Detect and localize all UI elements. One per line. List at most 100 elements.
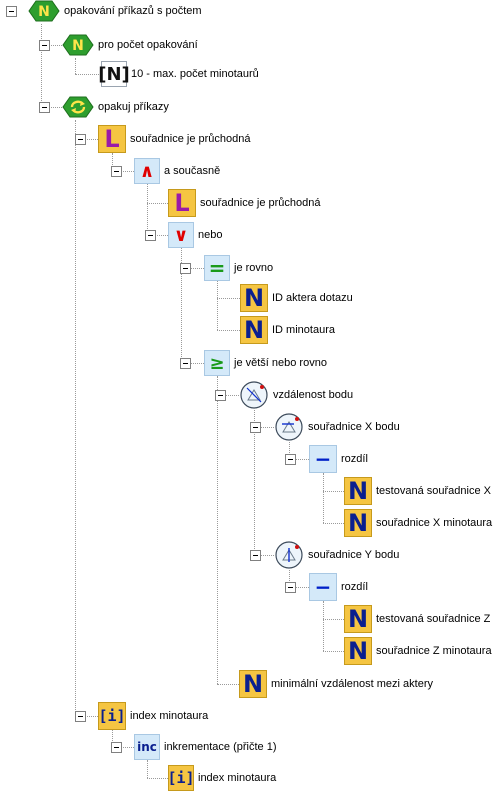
collapse-toggle[interactable] bbox=[75, 134, 86, 145]
tree-connector bbox=[75, 716, 98, 717]
tree-node-label[interactable]: testovaná souřadnice X bbox=[376, 485, 491, 497]
tree-connector bbox=[217, 395, 239, 396]
tree-connector bbox=[147, 184, 148, 235]
tree-connector bbox=[289, 570, 290, 587]
tree-connector bbox=[254, 555, 274, 556]
tree-node-label[interactable]: opakuj příkazy bbox=[98, 101, 169, 113]
tree-connector bbox=[217, 281, 218, 330]
tree-connector bbox=[323, 651, 344, 652]
tree-connector bbox=[75, 74, 101, 75]
collapse-toggle[interactable] bbox=[111, 742, 122, 753]
tree-node-label[interactable]: je rovno bbox=[234, 262, 274, 274]
tree-connector bbox=[75, 120, 76, 716]
number-n-icon: N bbox=[344, 477, 372, 505]
tree-connector bbox=[289, 587, 309, 588]
count-n-icon: N bbox=[62, 34, 94, 56]
collapse-toggle[interactable] bbox=[39, 102, 50, 113]
tree-node-label[interactable]: 10 - max. počet minotaurů bbox=[131, 68, 259, 80]
collapse-toggle[interactable] bbox=[250, 550, 261, 561]
number-n-icon: N bbox=[239, 670, 267, 698]
tree-node-label[interactable]: a současně bbox=[164, 165, 221, 177]
tree-node-label[interactable]: rozdíl bbox=[341, 453, 368, 465]
tree-node-label[interactable]: rozdíl bbox=[341, 581, 368, 593]
number-n-icon: N bbox=[344, 637, 372, 665]
distance-icon bbox=[239, 380, 269, 410]
logic-l-icon: L bbox=[98, 125, 126, 153]
tree-connector bbox=[217, 684, 239, 685]
index-variable-icon: [i] bbox=[98, 702, 126, 730]
tree-node-label[interactable]: ID minotaura bbox=[272, 324, 335, 336]
tree-node-label[interactable]: souřadnice je průchodná bbox=[130, 133, 251, 145]
tree-node-label[interactable]: index minotaura bbox=[198, 772, 277, 784]
tree-node-label[interactable]: souřadnice X bodu bbox=[308, 421, 400, 433]
number-n-icon: N bbox=[240, 316, 268, 344]
coordinate-x-icon bbox=[274, 412, 304, 442]
collapse-toggle[interactable] bbox=[250, 422, 261, 433]
greater-equal-icon: ≥ bbox=[204, 350, 230, 376]
tree-node-label[interactable]: index minotaura bbox=[130, 710, 209, 722]
collapse-toggle[interactable] bbox=[285, 582, 296, 593]
tree-connector bbox=[147, 778, 168, 779]
tree-connector bbox=[147, 235, 168, 236]
tree-connector bbox=[323, 491, 344, 492]
collapse-toggle[interactable] bbox=[39, 40, 50, 51]
svg-text:N: N bbox=[72, 38, 84, 54]
minus-operator-icon: − bbox=[309, 573, 337, 601]
tree-connector bbox=[147, 760, 148, 778]
or-operator-icon: ∨ bbox=[168, 222, 194, 248]
tree-node-label[interactable]: vzdálenost bodu bbox=[273, 389, 354, 401]
collapse-toggle[interactable] bbox=[6, 6, 17, 17]
collapse-toggle[interactable] bbox=[75, 711, 86, 722]
tree-node-label[interactable]: pro počet opakování bbox=[98, 39, 198, 51]
collapse-toggle[interactable] bbox=[180, 263, 191, 274]
minus-operator-icon: − bbox=[309, 445, 337, 473]
collapse-toggle[interactable] bbox=[180, 358, 191, 369]
tree-node-label[interactable]: souřadnice Y bodu bbox=[308, 549, 400, 561]
increment-icon: inc bbox=[134, 734, 160, 760]
tree-node-label[interactable]: ID aktera dotazu bbox=[272, 292, 353, 304]
number-n-icon: N bbox=[344, 605, 372, 633]
tree-connector bbox=[41, 24, 42, 107]
tree-connector bbox=[112, 730, 113, 747]
tree-node-label[interactable]: je větší nebo rovno bbox=[234, 357, 327, 369]
tree-node-label[interactable]: minimální vzdálenost mezi aktery bbox=[271, 678, 434, 690]
tree-connector bbox=[181, 363, 204, 364]
index-variable-icon: [i] bbox=[167, 765, 195, 791]
tree-connector bbox=[254, 410, 255, 555]
tree-connector bbox=[217, 330, 240, 331]
tree-node-label[interactable]: nebo bbox=[198, 229, 223, 241]
number-n-icon: N bbox=[344, 509, 372, 537]
tree-connector bbox=[75, 58, 76, 74]
tree-connector bbox=[217, 376, 218, 684]
tree-node-label[interactable]: souřadnice X minotaura bbox=[376, 517, 493, 529]
tree-node-label[interactable]: souřadnice je průchodná bbox=[200, 197, 321, 209]
tree-connector bbox=[41, 107, 62, 108]
tree-connector bbox=[289, 459, 309, 460]
tree-node-label[interactable]: inkrementace (přičte 1) bbox=[164, 741, 277, 753]
number-constant-icon: [N] bbox=[98, 61, 130, 87]
and-operator-icon: ∧ bbox=[134, 158, 160, 184]
tree-node-label[interactable]: testovaná souřadnice Z bbox=[376, 613, 491, 625]
tree-connector bbox=[112, 153, 113, 171]
tree-connector bbox=[181, 268, 204, 269]
coordinate-y-icon bbox=[274, 540, 304, 570]
equals-operator-icon: = bbox=[204, 255, 230, 281]
tree-connector bbox=[289, 442, 290, 459]
collapse-toggle[interactable] bbox=[145, 230, 156, 241]
collapse-toggle[interactable] bbox=[215, 390, 226, 401]
tree-connector bbox=[75, 139, 98, 140]
collapse-toggle[interactable] bbox=[111, 166, 122, 177]
tree-node-label[interactable]: opakování příkazů s počtem bbox=[64, 5, 202, 17]
tree-connector bbox=[217, 298, 240, 299]
tree-connector bbox=[41, 45, 62, 46]
tree-connector bbox=[112, 171, 134, 172]
collapse-toggle[interactable] bbox=[285, 454, 296, 465]
tree-connector bbox=[112, 747, 134, 748]
number-n-icon: N bbox=[240, 284, 268, 312]
tree-node-label[interactable]: souřadnice Z minotaura bbox=[376, 645, 492, 657]
tree-connector bbox=[323, 619, 344, 620]
logic-l-icon: L bbox=[168, 189, 196, 217]
tree-connector bbox=[181, 248, 182, 363]
tree-connector bbox=[254, 427, 274, 428]
